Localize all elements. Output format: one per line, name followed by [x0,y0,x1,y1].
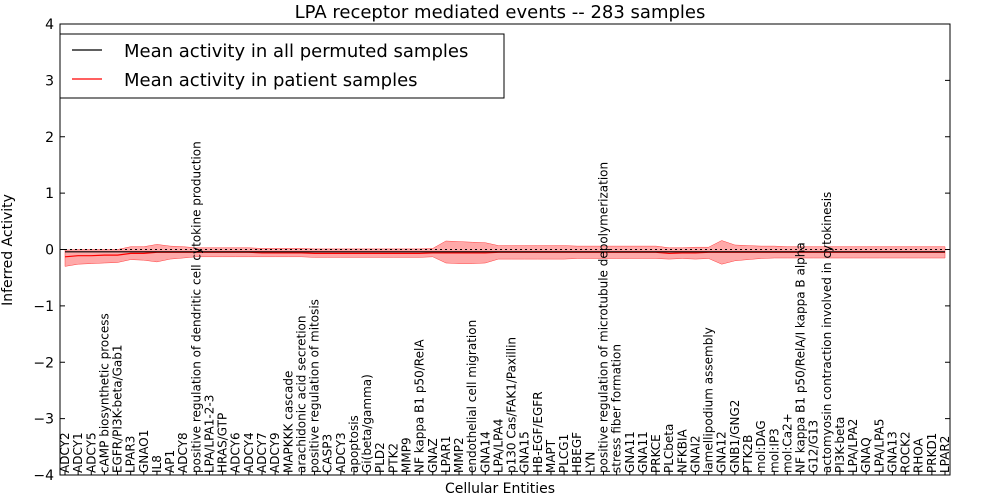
x-tick-label: ADCY6 [229,432,243,473]
x-tick-label: GNA14 [478,431,492,473]
x-tick-label: MMP2 [452,437,466,473]
x-tick-label: lamellipodium assembly [702,327,716,473]
x-tick-label: LPAR3 [124,436,138,473]
x-tick-label: PTK2B [741,435,755,473]
x-tick-label: IL8 [150,455,164,473]
x-tick-label: ADCY3 [334,432,348,473]
series-layer [64,251,945,258]
x-tick-label: positive regulation of dendritic cell cy… [189,141,203,473]
x-tick-label: LPA/LPA1-2-3 [203,395,217,473]
x-tick-label: cAMP biosynthetic process [97,313,111,473]
x-tick-label: LPAR2 [938,436,952,473]
x-tick-label: GNAI2 [688,435,702,473]
x-tick-label: ADCY7 [255,432,269,473]
x-tick-label: NFKBIA [675,428,689,473]
x-tick-label: NF kappa B1 p50/RelA [413,339,427,473]
y-tick-label: −3 [33,412,54,428]
x-tick-label: HB-EGF/EGFR [531,391,545,473]
x-tick-label: GNA13 [886,431,900,473]
x-tick-label: ADCY4 [242,432,256,473]
x-tick-label: G12/G13 [807,420,821,473]
y-tick-label: −4 [33,468,54,484]
x-tick-label: MMP9 [400,437,414,473]
x-tick-label: apoptosis [347,415,361,473]
legend: Mean activity in all permuted samples Me… [59,33,505,99]
chart-title: LPA receptor mediated events -- 283 samp… [295,2,706,23]
x-tick-label: HRAS/GTP [216,413,230,473]
x-tick-label: LPAR1 [439,436,453,473]
x-tick-label: PLCG1 [557,434,571,473]
x-tick-label: LPA/LPA4 [491,419,505,473]
y-tick-label: 2 [45,130,54,146]
x-tick-label: PRKD1 [925,433,939,473]
legend-label-patient: Mean activity in patient samples [124,70,418,91]
x-tick-label: GNAQ [859,437,873,473]
x-tick-label: GNA12 [715,431,729,473]
x-tick-label: HBEGF [570,432,584,473]
y-tick-label: 3 [45,73,54,89]
band-layer [64,240,946,267]
x-tick-label: GNAO1 [137,430,151,473]
x-tick-label: GNAZ [426,438,440,473]
x-tick-label: endothelial cell migration [465,320,479,473]
y-tick-label: 0 [45,243,54,259]
x-tick-label: arachidonic acid secretion [294,316,308,473]
legend-label-permuted: Mean activity in all permuted samples [124,41,468,62]
x-tick-label: AP1 [163,450,177,473]
x-tick-label: ADCY5 [84,432,98,473]
x-tick-label: GNA15 [518,431,532,473]
x-tick-label: ADCY1 [71,432,85,473]
x-tick-label: PRKCE [649,434,663,473]
x-tick-label: positive regulation of microtubule depol… [597,162,611,473]
x-tick-label: actomyosin contraction involved in cytok… [820,192,834,473]
x-tick-label: GNB1/GNG2 [728,400,742,473]
x-tick-label: ADCY2 [58,432,72,473]
x-tick-label: PLCbeta [662,424,676,473]
x-tick-label: ROCK2 [899,431,913,473]
confidence-band [64,240,946,267]
x-tick-label: PI3K-beta [833,417,847,473]
x-tick-label: stress fiber formation [610,344,624,473]
x-tick-label: mol:Ca2+ [780,413,794,473]
x-tick-label: GNA11 [636,431,650,473]
x-axis-label: Cellular Entities [445,481,555,497]
x-tick-label: GNA11 [623,431,637,473]
y-tick-label: −1 [33,299,54,315]
x-tick-label: EGFR/PI3K-beta/Gab1 [111,344,125,473]
x-tick-label: LYN [583,452,597,473]
x-tick-label: RHOA [912,437,926,473]
x-tick-label: MAPKKK cascade [281,371,295,473]
y-tick-label: −2 [33,355,54,371]
x-tick-label: PTK2 [386,443,400,473]
x-tick-label: Gi(beta/gamma) [360,374,374,473]
x-tick-label: LPA/LPA5 [872,419,886,473]
x-tick-label: LPA/LPA2 [846,419,860,473]
x-tick-label: ADCY8 [176,432,190,473]
y-tick-label: 4 [45,17,54,33]
x-tick-label: CASP3 [321,434,335,473]
x-tick-label: p130 Cas/FAK1/Paxillin [505,337,519,473]
y-axis-label: Inferred Activity [0,194,16,306]
y-axis-ticks: 4 3 2 1 0 −1 −2 −3 −4 [33,17,950,484]
x-tick-label: mol:IP3 [767,428,781,473]
y-tick-label: 1 [45,186,54,202]
x-tick-label: PLD2 [373,442,387,473]
x-tick-label: positive regulation of mitosis [308,299,322,473]
x-tick-label: ADCY9 [268,432,282,473]
x-tick-label: MAPT [544,439,558,473]
x-tick-label: NF kappa B1 p50/RelA/I kappa B alpha [794,242,808,473]
legend-box [59,33,505,99]
x-tick-label: mol:DAG [754,420,768,473]
